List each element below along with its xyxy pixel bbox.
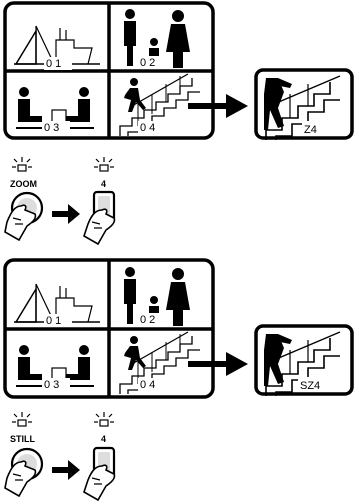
light-rays-icon — [11, 411, 33, 427]
channel-4-button-group[interactable]: 4 — [82, 156, 116, 246]
quad-label-2: 0 2 — [140, 57, 155, 69]
still-zoomed-monitor: SZ4 — [254, 324, 354, 397]
arrow-right-small-icon — [52, 460, 80, 480]
channel-button-label: 4 — [101, 179, 106, 189]
arrow-right-small-icon — [52, 204, 80, 224]
finger-press-still-icon — [3, 447, 44, 498]
light-rays-icon — [93, 411, 115, 427]
quad-label-3: 0 3 — [44, 379, 59, 391]
quad-label-3: 0 3 — [44, 122, 59, 134]
quad-label-4: 0 4 — [140, 379, 155, 391]
still-button-label: STILL — [10, 434, 35, 444]
zoom-button-label: ZOOM — [10, 179, 37, 189]
zoom-button-group[interactable]: ZOOM — [3, 156, 44, 242]
quad-label-1: 0 1 — [46, 315, 61, 327]
finger-press-channel-icon — [82, 190, 116, 246]
channel-button-label: 4 — [101, 434, 106, 444]
quad-label-2: 0 2 — [140, 314, 155, 326]
zoomed-label: Z4 — [304, 124, 317, 136]
still-section: 0 1 0 2 0 3 0 4 SZ4 STILL — [3, 258, 354, 502]
still-button-group[interactable]: STILL — [3, 411, 44, 498]
quad-label-1: 0 1 — [46, 58, 61, 70]
quad-monitor: 0 1 0 2 0 3 0 4 — [3, 1, 215, 140]
zoomed-monitor: Z4 — [254, 68, 354, 141]
channel-4-button-group[interactable]: 4 — [82, 411, 116, 502]
still-zoomed-label: SZ4 — [300, 380, 320, 392]
finger-press-channel-icon — [82, 446, 116, 502]
quad-monitor: 0 1 0 2 0 3 0 4 — [3, 258, 215, 399]
light-rays-icon — [93, 156, 115, 172]
arrow-right-icon — [188, 94, 248, 118]
finger-press-zoom-icon — [3, 191, 44, 242]
arrow-right-icon — [188, 352, 248, 376]
zoom-section: 0 1 0 2 0 3 0 4 Z4 ZOOM — [3, 1, 354, 246]
quad-label-4: 0 4 — [140, 122, 155, 134]
light-rays-icon — [11, 156, 33, 172]
